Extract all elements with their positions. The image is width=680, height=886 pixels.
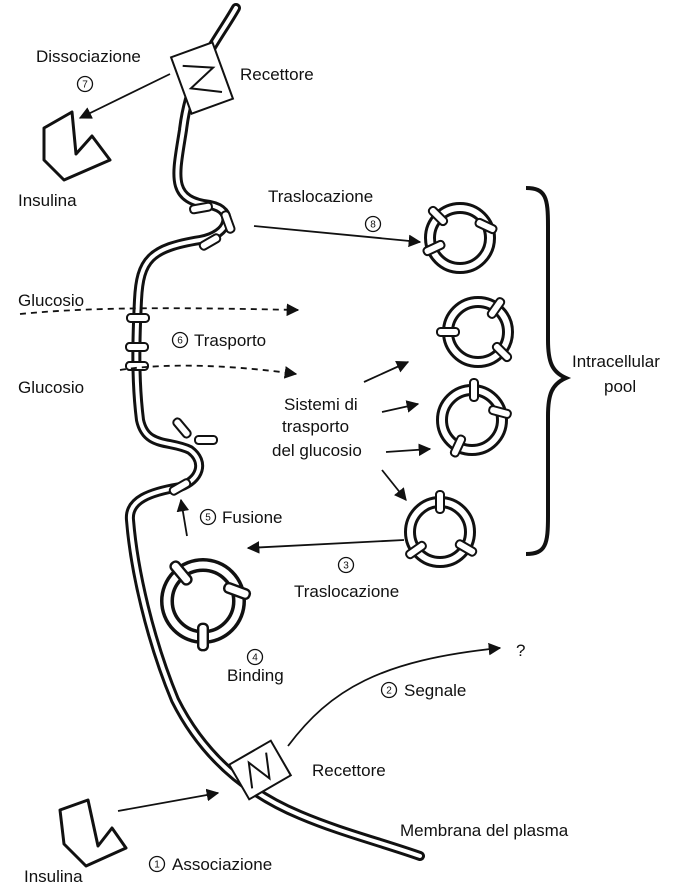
step-2: 2 (382, 683, 397, 698)
intracellular-pool-brace (526, 188, 566, 554)
label-insulina-bottom: Insulina (24, 867, 83, 886)
label-trasporto: Trasporto (194, 331, 266, 350)
svg-text:8: 8 (370, 220, 376, 231)
svg-text:3: 3 (343, 561, 349, 572)
step-4: 4 (248, 650, 263, 665)
label-glucosio-1: Glucosio (18, 291, 84, 310)
label-sistemi-3: del glucosio (272, 441, 362, 460)
svg-text:4: 4 (252, 653, 258, 664)
label-binding: Binding (227, 666, 284, 685)
svg-text:2: 2 (386, 686, 392, 697)
label-sistemi-2: trasporto (282, 417, 349, 436)
label-fusione: Fusione (222, 508, 282, 527)
insulin-molecule-top (44, 112, 110, 180)
arrows (20, 74, 500, 811)
vesicle-2 (437, 297, 513, 363)
vesicle-3 (442, 379, 512, 458)
step-3: 3 (339, 558, 354, 573)
label-intracellular: Intracellular (572, 352, 660, 371)
label-traslocazione-bottom: Traslocazione (294, 582, 399, 601)
plasma-membrane (130, 8, 420, 856)
receptor-bottom (229, 741, 291, 800)
label-question: ? (516, 641, 525, 660)
svg-text:1: 1 (154, 860, 160, 871)
step-6: 6 (173, 333, 188, 348)
svg-text:6: 6 (177, 336, 183, 347)
label-dissociazione: Dissociazione (36, 47, 141, 66)
step-8: 8 (366, 217, 381, 232)
label-pool: pool (604, 377, 636, 396)
label-sistemi-1: Sistemi di (284, 395, 358, 414)
label-recettore-bottom: Recettore (312, 761, 386, 780)
label-traslocazione-top: Traslocazione (268, 187, 373, 206)
label-membrana: Membrana del plasma (400, 821, 569, 840)
svg-text:5: 5 (205, 513, 211, 524)
step-7: 7 (78, 77, 93, 92)
vesicle-binding (167, 560, 251, 650)
step-1: 1 (150, 857, 165, 872)
label-associazione: Associazione (172, 855, 272, 874)
label-recettore-top: Recettore (240, 65, 314, 84)
label-segnale: Segnale (404, 681, 466, 700)
labels: Dissociazione Recettore Insulina Trasloc… (18, 47, 660, 886)
step-5: 5 (201, 510, 216, 525)
svg-text:7: 7 (82, 80, 88, 91)
vesicle-4 (405, 491, 478, 562)
label-insulina-top: Insulina (18, 191, 77, 210)
insulin-molecule-bottom (60, 800, 126, 866)
label-glucosio-2: Glucosio (18, 378, 84, 397)
receptor-top (171, 42, 233, 113)
vesicle-1 (422, 205, 497, 268)
